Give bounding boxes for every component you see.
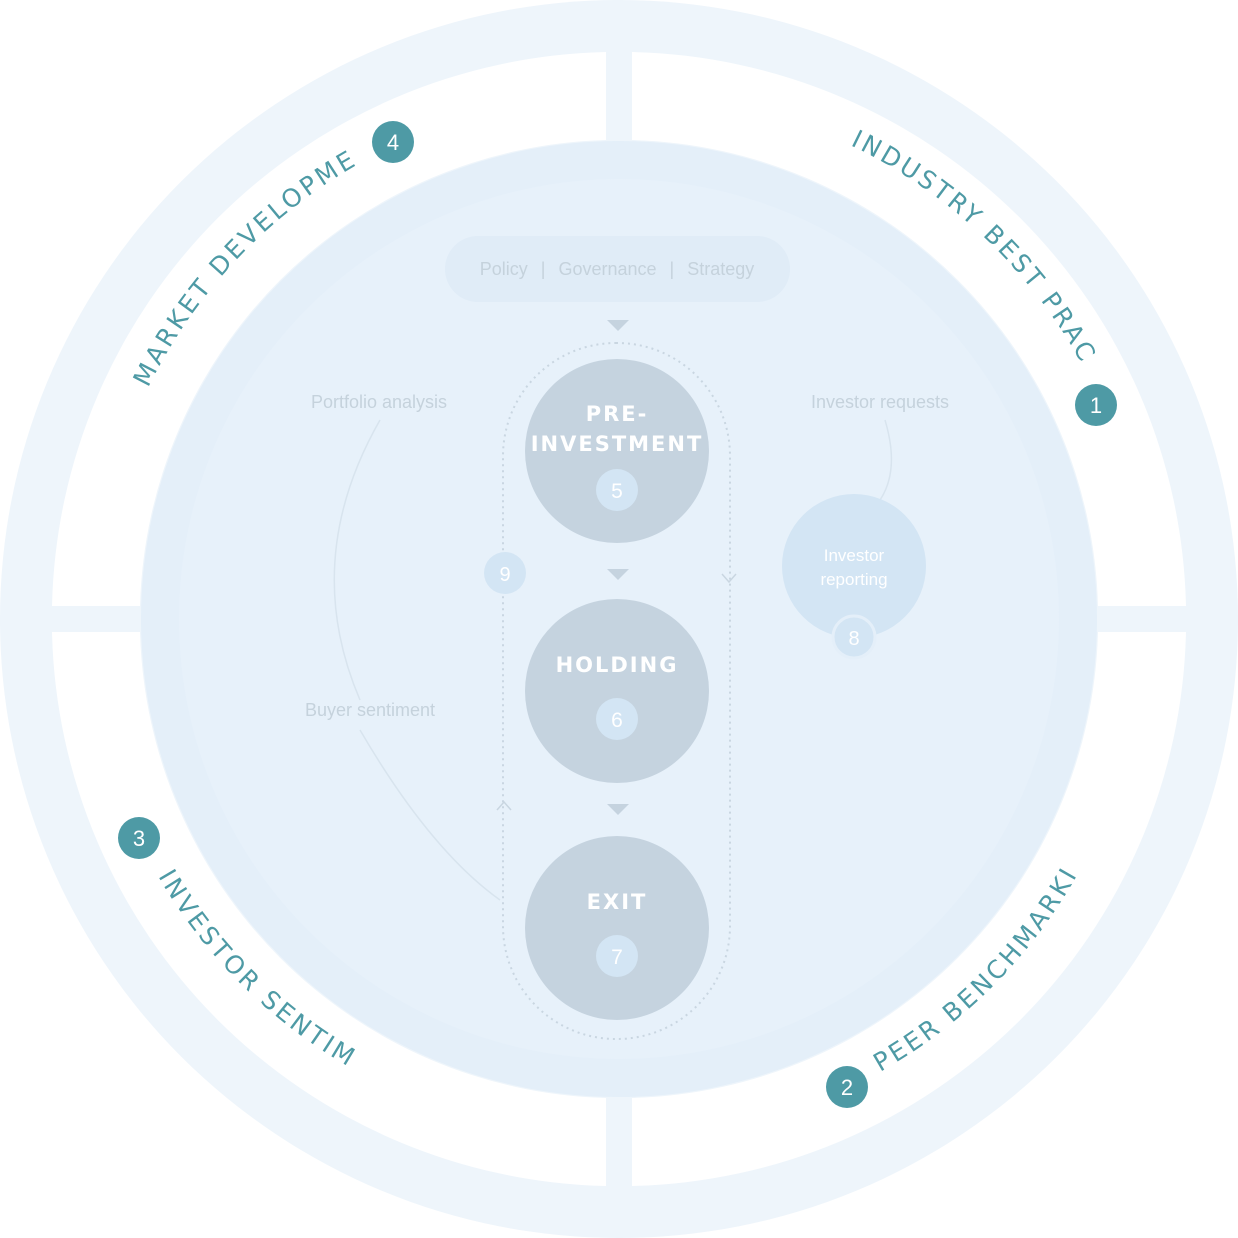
- segment-badge-3: 3: [118, 817, 160, 859]
- svg-text:4: 4: [387, 130, 399, 155]
- stage-pre-investment: PRE- INVESTMENT 5: [525, 359, 709, 543]
- label-buyer-sentiment: Buyer sentiment: [305, 700, 435, 720]
- stage-pre-investment-number: 5: [611, 480, 623, 503]
- stage-exit-label: EXIT: [587, 890, 648, 914]
- stage-pre-investment-line1: PRE-: [586, 402, 649, 426]
- top-bar: [445, 236, 790, 302]
- down-arrows: [607, 320, 629, 815]
- segment-badge-2: 2: [826, 1066, 868, 1108]
- segment-badge-4: 4: [372, 121, 414, 163]
- chevron-up-icon: [496, 800, 512, 811]
- segment-badge-1: 1: [1075, 384, 1117, 426]
- label-investor-requests: Investor requests: [811, 392, 949, 412]
- stage-holding: HOLDING 6: [525, 599, 709, 783]
- svg-text:3: 3: [133, 826, 145, 851]
- top-bar-item-governance: Governance: [558, 259, 656, 279]
- stage-holding-label: HOLDING: [556, 653, 679, 677]
- top-bar-item-policy: Policy: [480, 259, 528, 279]
- top-bar-separator: |: [541, 259, 546, 279]
- arrow-down-icon: [607, 804, 629, 815]
- loop-badge-number: 9: [499, 564, 510, 586]
- investor-reporting-line1: Investor: [824, 546, 885, 565]
- svg-text:2: 2: [841, 1075, 853, 1100]
- investor-reporting-number: 8: [848, 628, 859, 650]
- loop-dotted-outline: [502, 342, 731, 1040]
- top-bar-text: Policy | Governance | Strategy: [480, 259, 755, 279]
- investor-reporting-badge: [831, 614, 877, 660]
- stage-badge: [596, 698, 638, 740]
- stage-badge: [596, 935, 638, 977]
- connector-lines: [333, 419, 893, 901]
- arrow-down-icon: [607, 569, 629, 580]
- stage-exit: EXIT 7: [525, 836, 709, 1020]
- top-bar-item-strategy: Strategy: [687, 259, 754, 279]
- chevron-down-icon: [721, 573, 737, 584]
- stage-holding-number: 6: [611, 709, 623, 732]
- arrow-down-icon: [607, 320, 629, 331]
- quadrant-bands: [52, 52, 1186, 1186]
- investor-reporting: Investor reporting 8: [782, 494, 926, 660]
- stage-pre-investment-line2: INVESTMENT: [531, 432, 704, 456]
- investor-reporting-line2: reporting: [820, 570, 887, 589]
- label-portfolio-analysis: Portfolio analysis: [311, 392, 447, 412]
- stage-badge: [596, 469, 638, 511]
- svg-text:1: 1: [1090, 393, 1102, 418]
- loop-badge: [484, 552, 526, 594]
- stage-exit-number: 7: [611, 946, 623, 969]
- top-bar-separator: |: [670, 259, 675, 279]
